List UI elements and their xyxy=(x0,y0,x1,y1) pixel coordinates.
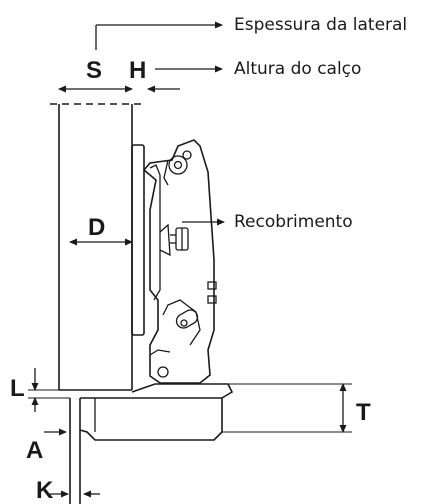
cabinet-door xyxy=(69,398,81,504)
label-h: H xyxy=(129,57,146,84)
label-k: K xyxy=(36,477,54,504)
dimension-l: L xyxy=(10,368,70,412)
hinge-cup xyxy=(79,383,234,441)
label-d: D xyxy=(88,214,105,241)
callout-plate-height: Altura do calço xyxy=(234,59,361,79)
dimension-s: S xyxy=(58,21,223,93)
hinge-arm xyxy=(142,139,217,384)
label-s: S xyxy=(86,57,102,84)
label-l: L xyxy=(10,375,25,402)
cabinet-side-panel xyxy=(58,104,133,391)
dimension-h: H xyxy=(129,57,223,93)
callout-overlay: Recobrimento xyxy=(234,212,353,232)
dimension-t: T xyxy=(222,383,371,433)
dimension-d: D xyxy=(69,214,225,246)
label-t: T xyxy=(356,399,371,426)
dimension-k: K xyxy=(36,477,100,504)
mounting-plate xyxy=(131,144,145,336)
dimension-a: A xyxy=(26,428,67,464)
callout-side-thickness: Espessura da lateral xyxy=(234,15,407,35)
label-a: A xyxy=(26,437,43,464)
